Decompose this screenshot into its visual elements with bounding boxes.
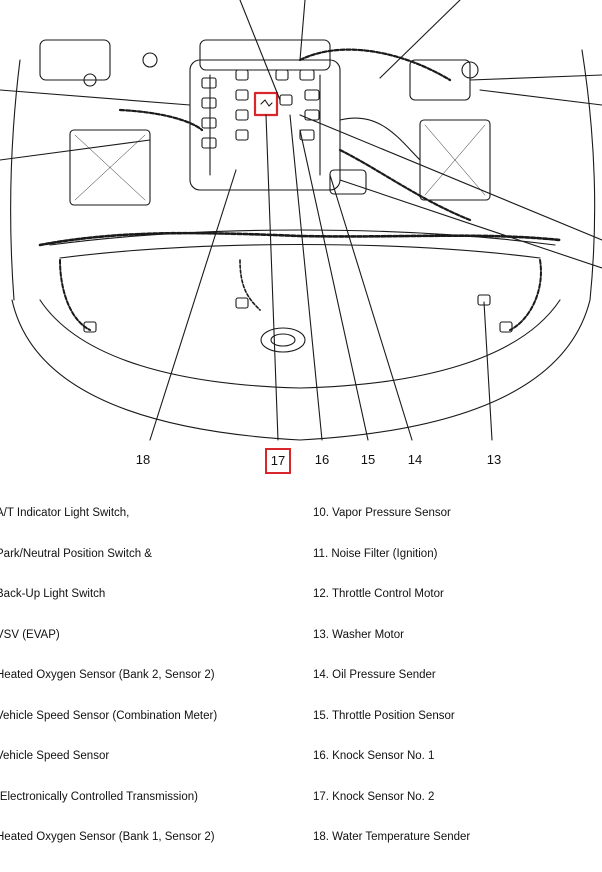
front-bumper-outline [11,299,591,441]
engine-wiring-diagram: 18 17 16 15 14 13 A/T Indicator Light Sw… [0,0,602,843]
legend-item: (Electronically Controlled Transmission) [0,790,198,803]
leader-15 [299,129,369,441]
legend-left: A/T Indicator Light Switch, Park/Neutral… [0,480,217,872]
legend-item: 16. Knock Sensor No. 1 [313,750,435,762]
legend-item: Vehicle Speed Sensor (Combination Meter) [0,709,218,722]
engine-compartment-drawing [0,0,602,441]
knock-sensor-2-highlight [253,91,279,117]
leader-16 [289,114,323,441]
callout-17-highlighted: 17 [265,448,291,474]
radiator-support [59,243,541,259]
left-component-box [69,129,151,206]
legend-item: 15. Throttle Position Sensor [313,709,455,722]
callout-15: 15 [360,452,376,467]
callout-13: 13 [486,452,502,467]
legend-item: Heated Oxygen Sensor (Bank 2, Sensor 2) [0,669,215,681]
leader-13 [483,301,493,441]
legend-item: A/T Indicator Light Switch, [0,507,130,519]
emblem [260,327,306,353]
legend-item: 13. Washer Motor [313,628,404,641]
legend-item: 17. Knock Sensor No. 2 [313,790,435,803]
harness-main [38,231,562,247]
legend-item: Back-Up Light Switch [0,588,106,600]
intake-manifold [339,117,421,161]
fender-left [10,59,21,301]
legend-item: 11. Noise Filter (Ignition) [313,547,438,560]
legend-item: 18. Water Temperature Sender [313,831,471,843]
leader-14 [329,174,413,441]
engine-block [189,59,341,191]
callout-16: 16 [314,452,330,467]
legend-item: Park/Neutral Position Switch & [0,547,152,560]
leader-17 [265,114,279,441]
grille-outline [39,299,561,389]
legend-item: 12. Throttle Control Motor [313,588,444,600]
legend-right: 10. Vapor Pressure Sensor 11. Noise Filt… [313,480,470,872]
callout-18: 18 [135,452,151,467]
legend-item: 14. Oil Pressure Sender [313,669,436,681]
callout-14: 14 [407,452,423,467]
fender-right [581,49,596,301]
ignition-coils-left [201,77,217,149]
legend-item: VSV (EVAP) [0,628,60,641]
legend-item: Vehicle Speed Sensor [0,750,110,762]
legend-item: Heated Oxygen Sensor (Bank 1, Sensor 2) [0,831,215,843]
ignition-coils-right [299,69,320,141]
legend-item: 10. Vapor Pressure Sensor [313,507,451,519]
leader-18 [149,169,237,441]
